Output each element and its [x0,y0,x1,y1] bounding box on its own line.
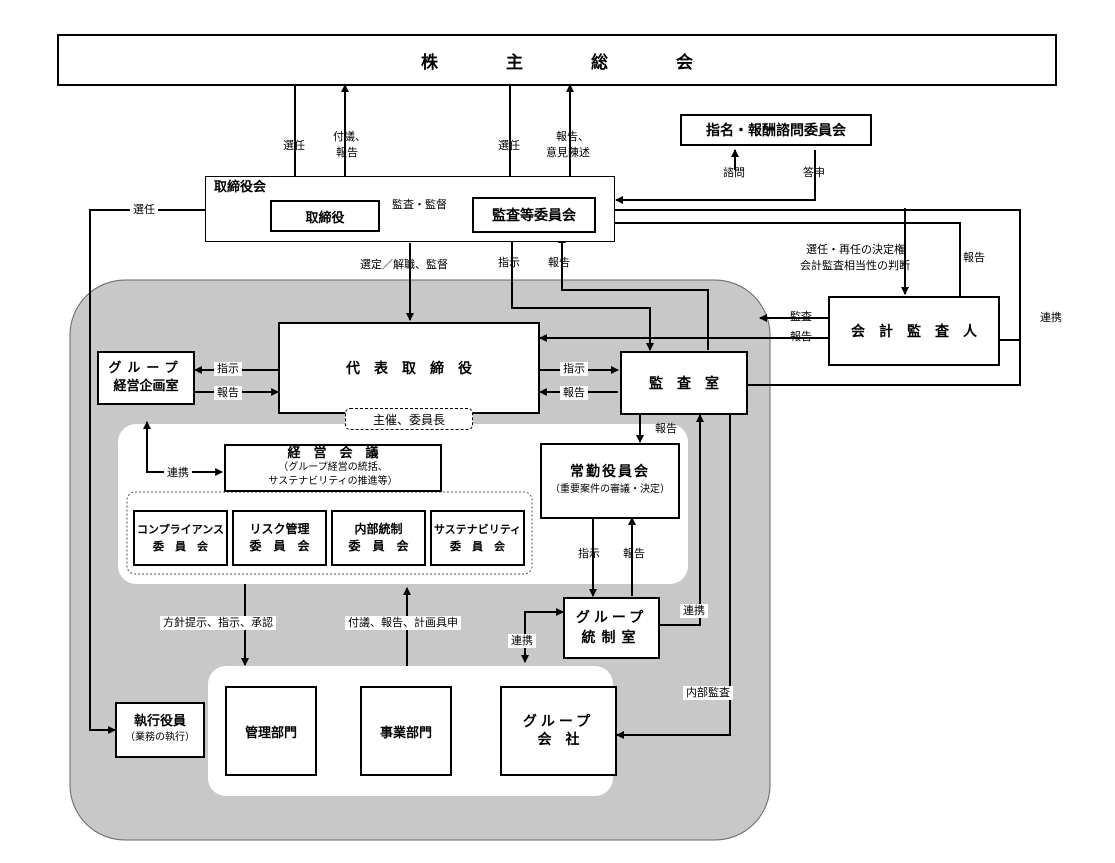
label-report-9: 報告 [623,547,645,560]
accounting-auditor-box: 会 計 監 査 人 [828,296,1000,366]
representative-director-label: 代 表 取 締 役 [346,361,472,377]
accounting-auditor-label: 会 計 監 査 人 [851,324,977,340]
admin-department-label: 管理部門 [244,725,297,741]
standing-board-box: 常勤役員会 （重要案件の審議・決定） [540,443,680,519]
label-coop-3: 連携 [680,604,708,618]
label-elect-left: 選任 [130,203,158,217]
committee-risk-line2: 委 員 会 [249,539,310,553]
nomination-committee-box: 指名・報酬諮問委員会 [680,114,872,146]
group-planning-box: グループ 経営企画室 [97,351,195,405]
chair-label: 主催、委員長 [372,412,445,427]
committee-compliance-line1: コンプライアンス [136,523,224,536]
committee-internal-control-line2: 委 員 会 [348,539,409,553]
audit-office-box: 監 査 室 [620,351,748,415]
committee-sustainability: サステナビリティ 委 員 会 [430,510,525,566]
nomination-committee-label: 指名・報酬諮問委員会 [706,123,846,139]
label-coop-2: 連携 [508,634,536,648]
committee-sustainability-line2: 委 員 会 [450,540,505,553]
label-elect-1: 選任 [283,139,305,152]
label-report-2b: 意見陳述 [546,146,590,159]
shareholders-meeting-box: 株 主 総 会 [57,34,1057,86]
label-proposal: 付議、報告、計画具申 [345,616,461,630]
label-report-1a: 付議、 [333,130,366,143]
label-coop-right: 連携 [1040,311,1062,324]
label-report-5: 報告 [790,330,812,343]
chair-label-box: 主催、委員長 [345,408,473,430]
label-report-1b: 報告 [336,146,358,159]
standing-board-title: 常勤役員会 [570,464,650,480]
label-report-8: 報告 [655,422,677,435]
directors-box: 取締役 [270,200,380,232]
shareholders-meeting-label: 株 主 総 会 [421,52,693,73]
group-planning-line1: グループ [108,361,184,376]
label-internal-audit: 内部監査 [683,686,733,700]
management-meeting-box: 経 営 会 議 （グループ経営の統括、 サステナビリティの推進等） [224,444,442,492]
group-control-box: グループ 統制室 [563,597,660,659]
executive-officers-title: 執行役員 [133,714,186,729]
audit-committee-box: 監査等委員会 [472,197,596,233]
label-select-dismiss: 選定／解職、監督 [360,258,448,271]
label-auditor-decision-2: 会計監査相当性の判断 [800,259,910,272]
label-report-6: 報告 [214,386,242,400]
label-auditor-decision-1: 選任・再任の決定権 [806,243,905,256]
group-control-line1: グループ [575,610,648,626]
committee-risk-line1: リスク管理 [249,522,310,536]
committee-compliance-line2: 委 員 会 [153,540,208,553]
label-elect-2: 選任 [498,139,520,152]
group-companies-box: グループ 会 社 [500,686,617,776]
management-meeting-sub2: サステナビリティの推進等） [268,476,398,487]
label-audit-supervise: 監査・監督 [392,198,447,211]
directors-label: 取締役 [305,210,345,226]
committee-sustainability-line1: サステナビリティ [433,523,522,536]
admin-department-box: 管理部門 [225,686,317,776]
group-companies-line1: グループ [522,714,595,730]
executive-officers-box: 執行役員 （業務の執行） [115,702,205,758]
label-instruct-2: 指示 [214,362,242,376]
audit-committee-label: 監査等委員会 [492,208,576,224]
label-consult: 諮問 [723,166,745,179]
group-control-line2: 統制室 [581,630,642,646]
executive-officers-sub: （業務の執行） [125,732,195,743]
committee-compliance: コンプライアンス 委 員 会 [133,510,228,566]
audit-office-label: 監 査 室 [649,376,719,392]
business-department-label: 事業部門 [379,725,432,741]
label-report-2a: 報告、 [556,130,589,143]
group-companies-line2: 会 社 [537,732,580,748]
label-policy: 方針提示、指示、承認 [160,616,276,630]
label-instruct-3: 指示 [560,362,588,376]
management-meeting-sub1: （グループ経営の統括、 [278,462,388,473]
committee-internal-control: 内部統制 委 員 会 [331,510,426,566]
label-answer: 答申 [803,166,825,179]
standing-board-sub: （重要案件の審議・決定） [550,484,670,495]
label-report-7: 報告 [560,386,588,400]
label-report-4: 報告 [963,251,985,264]
label-instruct-1: 指示 [498,256,520,269]
board-group-label: 取締役会 [214,180,267,195]
group-planning-line2: 経営企画室 [113,379,179,394]
committee-internal-control-line1: 内部統制 [354,522,403,536]
committee-risk: リスク管理 委 員 会 [232,510,327,566]
label-audit: 監査 [790,310,812,323]
label-report-3: 報告 [548,256,570,269]
business-department-box: 事業部門 [360,686,452,776]
representative-director-box: 代 表 取 締 役 [278,322,540,414]
management-meeting-title: 経 営 会 議 [287,446,379,461]
label-coop-1: 連携 [164,466,192,480]
label-instruct-4: 指示 [578,547,600,560]
